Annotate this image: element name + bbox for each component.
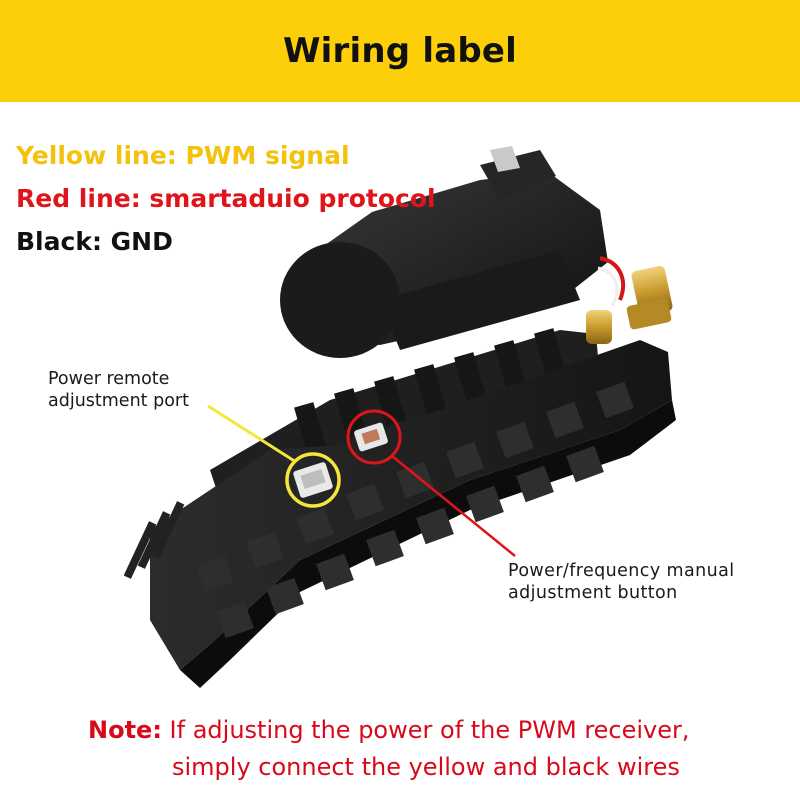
note-line1: If adjusting the power of the PWM receiv… <box>161 716 690 744</box>
adjust-button-callout-line2: adjustment button <box>508 583 678 603</box>
note-line2: simply connect the yellow and black wire… <box>172 753 680 781</box>
adjust-button-callout-line1: Power/frequency manual <box>508 561 735 581</box>
power-port-callout-line2: adjustment port <box>48 391 189 411</box>
yellow-wire-label: Yellow line: PWM signal <box>16 141 350 170</box>
heatsink-icon <box>123 340 676 688</box>
adjust-button-callout: Power/frequency manual adjustment button <box>508 560 734 604</box>
power-port-callout-line1: Power remote <box>48 369 170 389</box>
button-highlight-ring <box>346 409 402 465</box>
black-wire-label: Black: GND <box>16 227 173 256</box>
note-prefix: Note: <box>88 716 162 744</box>
header-banner: Wiring label <box>0 0 800 102</box>
wiring-legend: Yellow line: PWM signal Red line: smarta… <box>16 134 436 263</box>
red-wire-label: Red line: smartaduio protocol <box>16 184 436 213</box>
cooling-fan-icon <box>280 146 608 358</box>
page-title: Wiring label <box>282 31 517 71</box>
antenna-connector-icon <box>626 265 673 330</box>
note-text: Note: If adjusting the power of the PWM … <box>88 712 690 786</box>
power-port-connector <box>293 462 333 498</box>
adjustment-button-part <box>354 422 388 452</box>
power-port-callout: Power remote adjustment port <box>48 368 189 412</box>
port-highlight-ring <box>285 452 341 508</box>
